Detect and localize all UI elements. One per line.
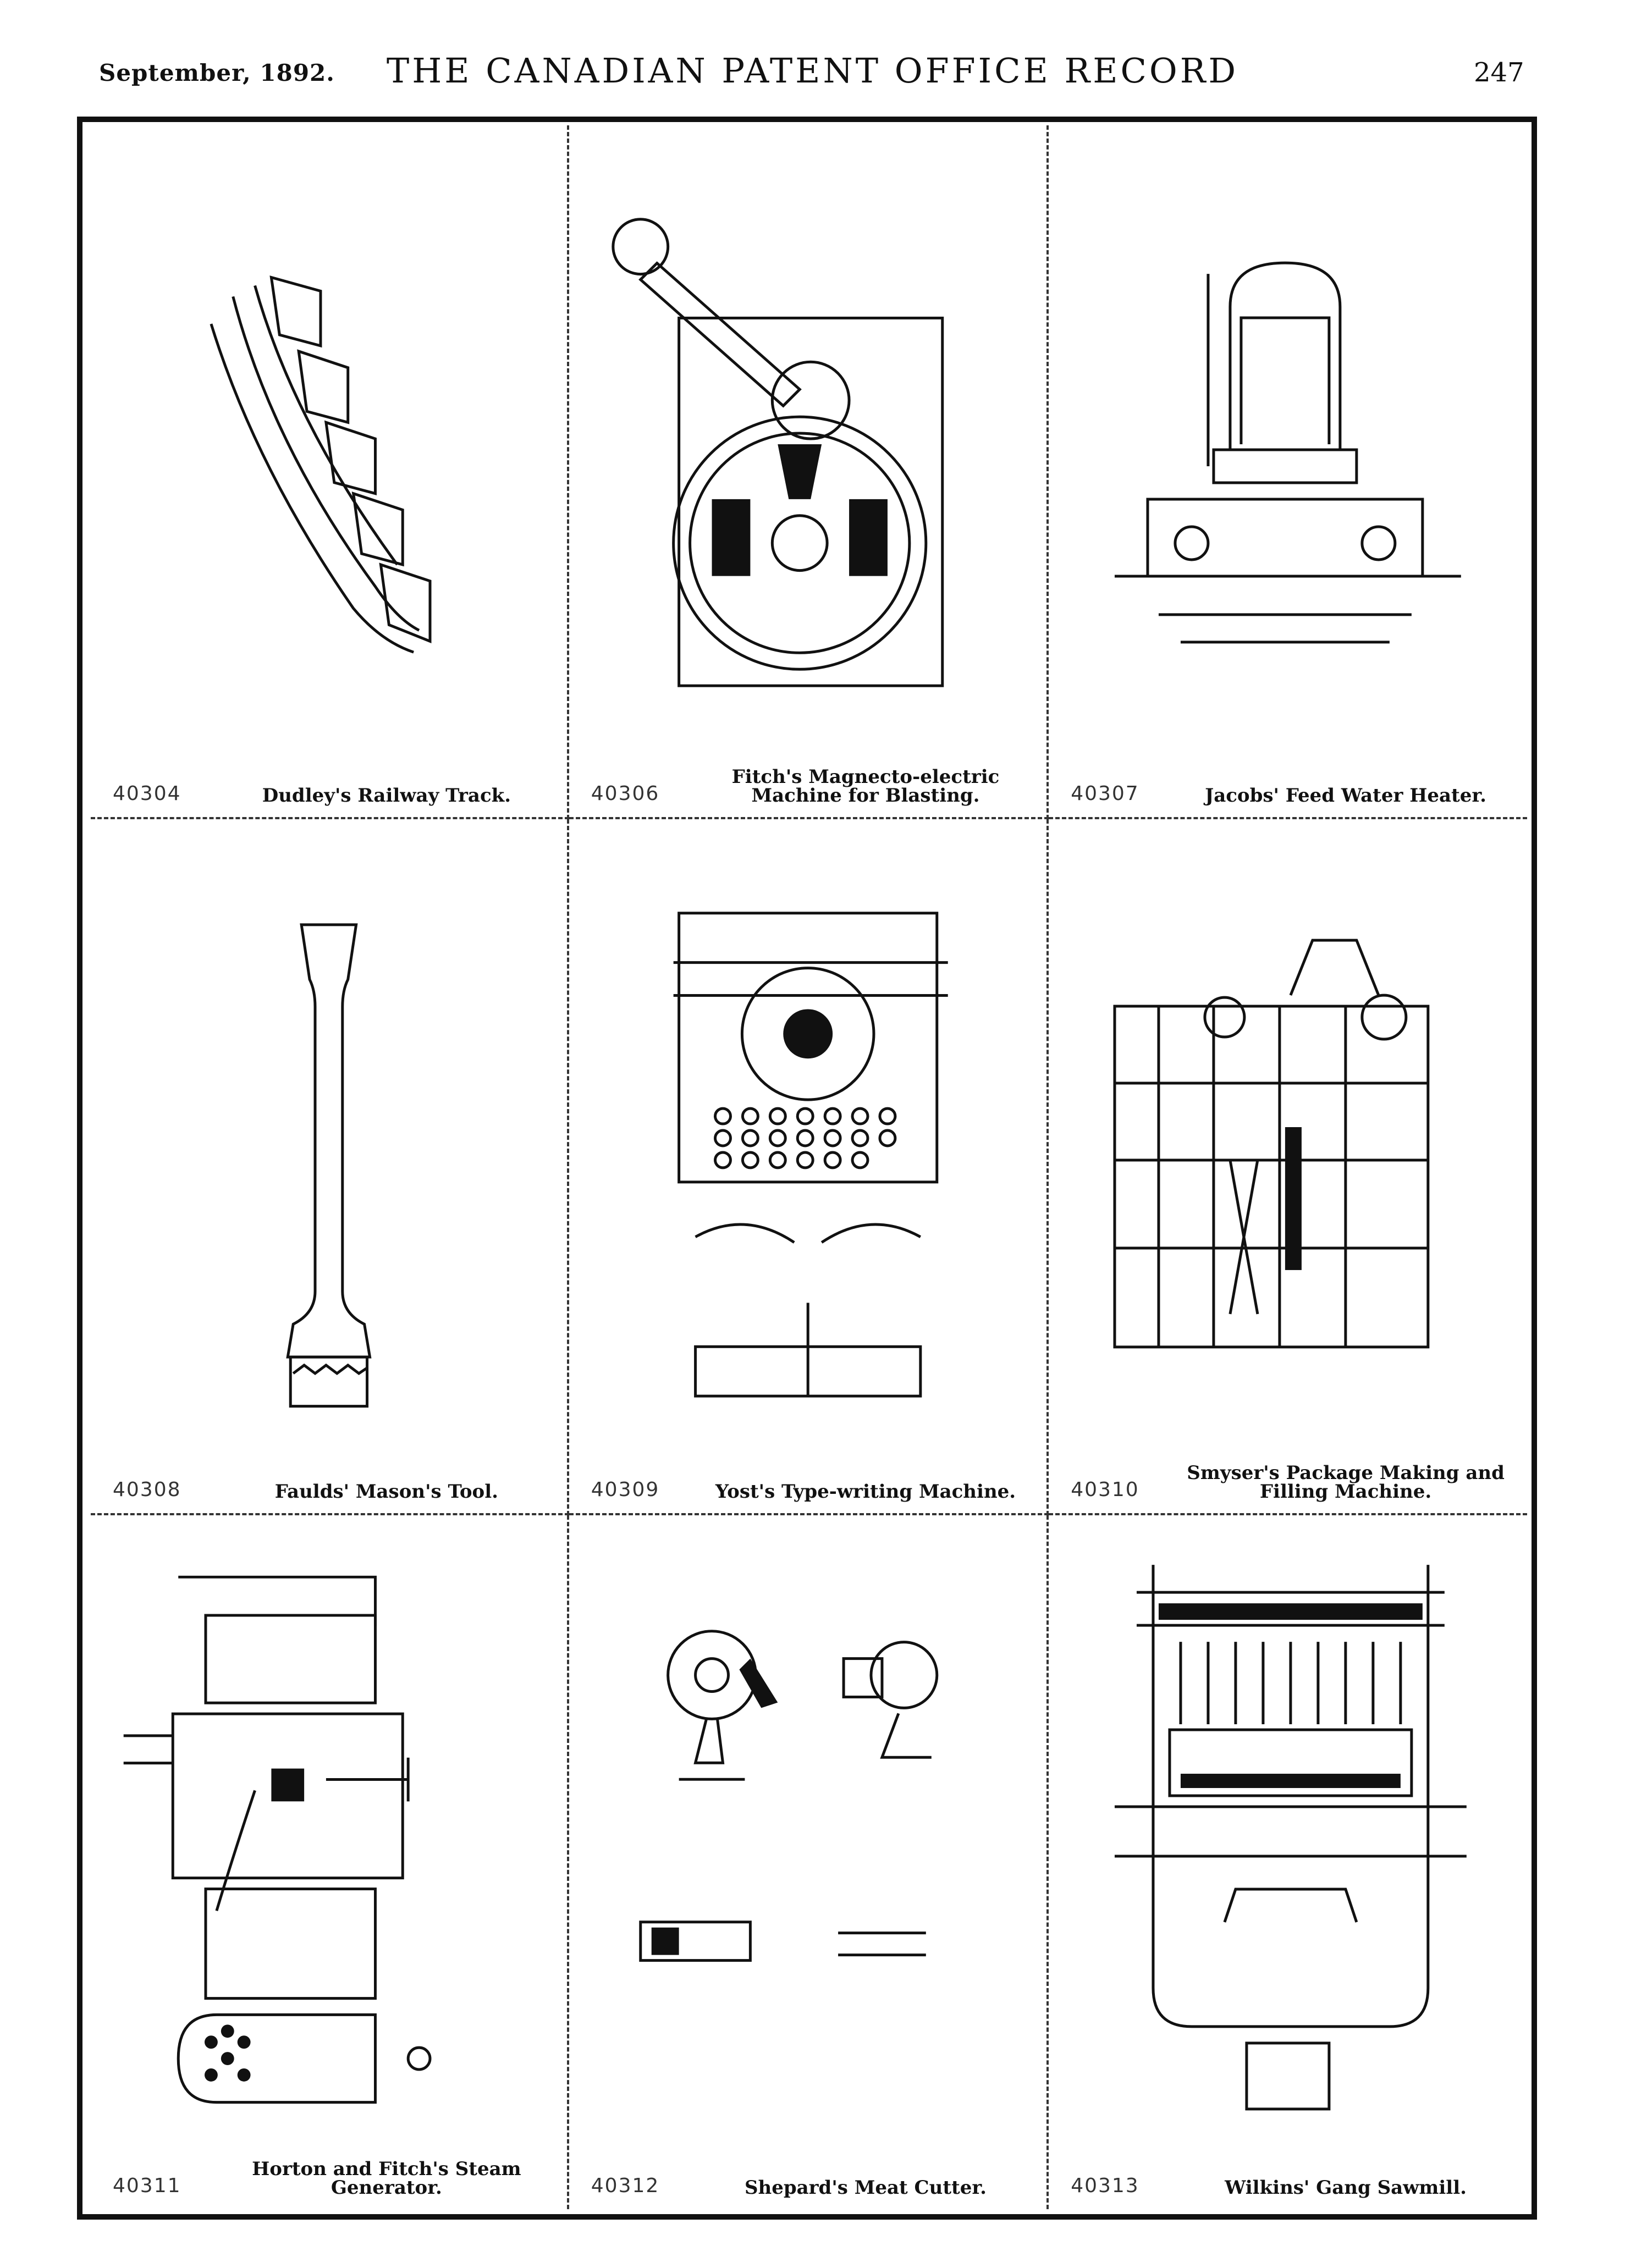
patent-title: Smyser's Package Making and Filling Mach… [1187, 1461, 1505, 1503]
publication-title: THE CANADIAN PATENT OFFICE RECORD [386, 51, 1239, 91]
patent-number: 40307 [1071, 782, 1139, 805]
patent-cell-40311: 40311 Horton and Fitch's Steam Generator… [91, 1515, 569, 2209]
gang-sawmill-drawing [1049, 1548, 1527, 2126]
patent-title: Jacobs' Feed Water Heater. [1205, 785, 1487, 807]
patent-caption: 40308 Faulds' Mason's Tool. [91, 1461, 567, 1505]
patent-plate-grid: 40304 Dudley's Railway Track. [91, 125, 1527, 2209]
patent-number: 40306 [591, 782, 660, 805]
patent-caption: 40309 Yost's Type-writing Machine. [569, 1461, 1046, 1505]
patent-caption: 40312 Shepard's Meat Cutter. [569, 2157, 1046, 2201]
plate-border [77, 117, 1537, 2220]
typewriter-drawing [569, 852, 1046, 1430]
package-machine-drawing [1049, 852, 1527, 1430]
patent-caption: 40304 Dudley's Railway Track. [91, 765, 567, 809]
patent-number: 40310 [1071, 1478, 1139, 1501]
patent-cell-40313: 40313 Wilkins' Gang Sawmill. [1049, 1515, 1527, 2209]
issue-date: September, 1892. [99, 59, 335, 86]
patent-title: Faulds' Mason's Tool. [274, 1480, 498, 1503]
patent-cell-40307: 40307 Jacobs' Feed Water Heater. [1049, 125, 1527, 820]
patent-title: Wilkins' Gang Sawmill. [1225, 2176, 1467, 2199]
meat-cutter-drawing [569, 1548, 1046, 2126]
patent-number: 40309 [591, 1478, 660, 1501]
patent-title: Horton and Fitch's Steam Generator. [252, 2157, 521, 2199]
patent-caption: 40306 Fitch's Magnecto-electric Machine … [569, 765, 1046, 809]
patent-cell-40304: 40304 Dudley's Railway Track. [91, 125, 569, 820]
magneto-machine-drawing [569, 158, 1046, 736]
patent-number: 40312 [591, 2174, 660, 2197]
masons-tool-drawing [91, 852, 567, 1430]
railway-track-drawing [91, 158, 567, 736]
patent-cell-40310: 40310 Smyser's Package Making and Fillin… [1049, 819, 1527, 1515]
patent-caption: 40313 Wilkins' Gang Sawmill. [1049, 2157, 1527, 2201]
page-header: September, 1892. THE CANADIAN PATENT OFF… [0, 0, 1625, 121]
patent-title: Shepard's Meat Cutter. [744, 2176, 987, 2199]
patent-caption: 40307 Jacobs' Feed Water Heater. [1049, 765, 1527, 809]
patent-cell-40308: 40308 Faulds' Mason's Tool. [91, 819, 569, 1515]
patent-title: Dudley's Railway Track. [262, 785, 511, 807]
patent-cell-40309: 40309 Yost's Type-writing Machine. [569, 819, 1049, 1515]
patent-number: 40308 [113, 1478, 181, 1501]
page-number: 247 [1474, 57, 1524, 88]
patent-caption: 40311 Horton and Fitch's Steam Generator… [91, 2157, 567, 2201]
patent-title: Yost's Type-writing Machine. [715, 1480, 1016, 1503]
patent-cell-40312: 40312 Shepard's Meat Cutter. [569, 1515, 1049, 2209]
steam-generator-drawing [91, 1548, 567, 2126]
patent-cell-40306: 40306 Fitch's Magnecto-electric Machine … [569, 125, 1049, 820]
patent-title: Fitch's Magnecto-electric Machine for Bl… [731, 766, 1000, 807]
water-heater-drawing [1049, 158, 1527, 736]
patent-number: 40313 [1071, 2174, 1139, 2197]
patent-caption: 40310 Smyser's Package Making and Fillin… [1049, 1461, 1527, 1505]
patent-number: 40304 [113, 782, 181, 805]
patent-number: 40311 [113, 2174, 181, 2197]
